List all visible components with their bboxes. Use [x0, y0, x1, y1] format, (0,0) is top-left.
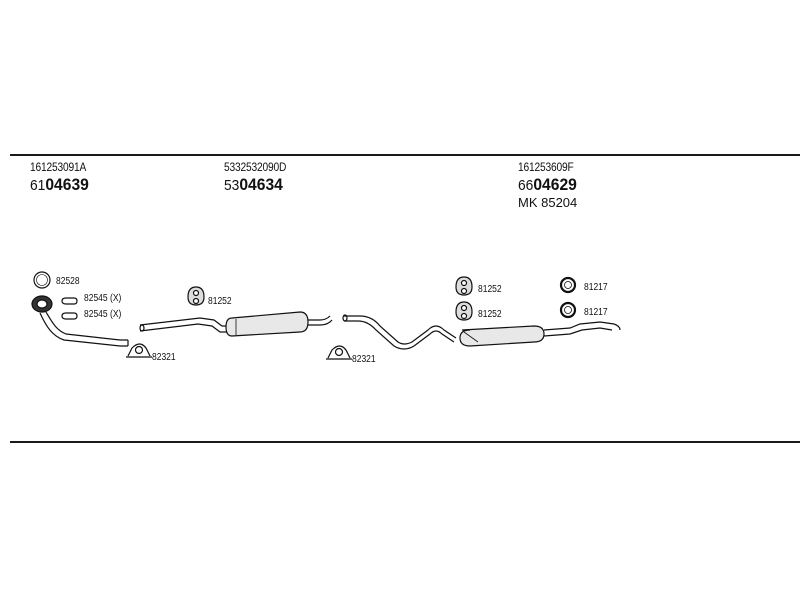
label-clamp-1: 82545 (X) — [84, 293, 122, 304]
clamp-icon — [61, 297, 78, 305]
label-hanger-rear-2: 81252 — [478, 309, 502, 320]
middle-silencer-icon — [139, 311, 333, 337]
clamp-icon — [61, 312, 78, 320]
article-number-middle-silencer: 5304634 — [224, 175, 283, 195]
u-clamp-icon — [326, 345, 352, 360]
label-clamp-2: 82545 (X) — [84, 309, 122, 320]
oe-number-rear-silencer: 161253609F — [518, 160, 574, 174]
article-number-front-pipe: 6104639 — [30, 175, 89, 195]
top-divider — [10, 154, 800, 156]
label-u-clamp-front: 82321 — [152, 352, 176, 363]
article-number-rear-silencer: 6604629 — [518, 175, 577, 195]
label-ring-rear-1: 81217 — [584, 282, 608, 293]
article-prefix: 53 — [224, 177, 240, 194]
label-ring-gasket: 82528 — [56, 276, 80, 287]
rubber-ring-icon — [559, 301, 577, 319]
hanger-icon — [455, 301, 473, 321]
rear-silencer-icon — [342, 314, 621, 350]
label-hanger-rear-1: 81252 — [478, 284, 502, 295]
label-hanger-front: 81252 — [208, 296, 232, 307]
article-core: 04639 — [45, 175, 89, 194]
oe-number-front-pipe: 161253091A — [30, 160, 87, 174]
hanger-icon — [455, 276, 473, 296]
article-prefix: 66 — [518, 177, 534, 194]
front-pipe-icon — [31, 295, 129, 347]
mounting-kit-number: MK 85204 — [518, 195, 578, 210]
ring-gasket-icon — [33, 271, 51, 289]
bottom-divider — [10, 441, 800, 443]
article-core: 04629 — [533, 175, 577, 194]
label-ring-rear-2: 81217 — [584, 307, 608, 318]
hanger-icon — [187, 286, 205, 306]
article-core: 04634 — [239, 175, 283, 194]
u-clamp-icon — [126, 343, 152, 358]
label-u-clamp-mid: 82321 — [352, 354, 376, 365]
article-prefix: 61 — [30, 177, 46, 194]
oe-number-middle-silencer: 5332532090D — [224, 160, 287, 174]
rubber-ring-icon — [559, 276, 577, 294]
